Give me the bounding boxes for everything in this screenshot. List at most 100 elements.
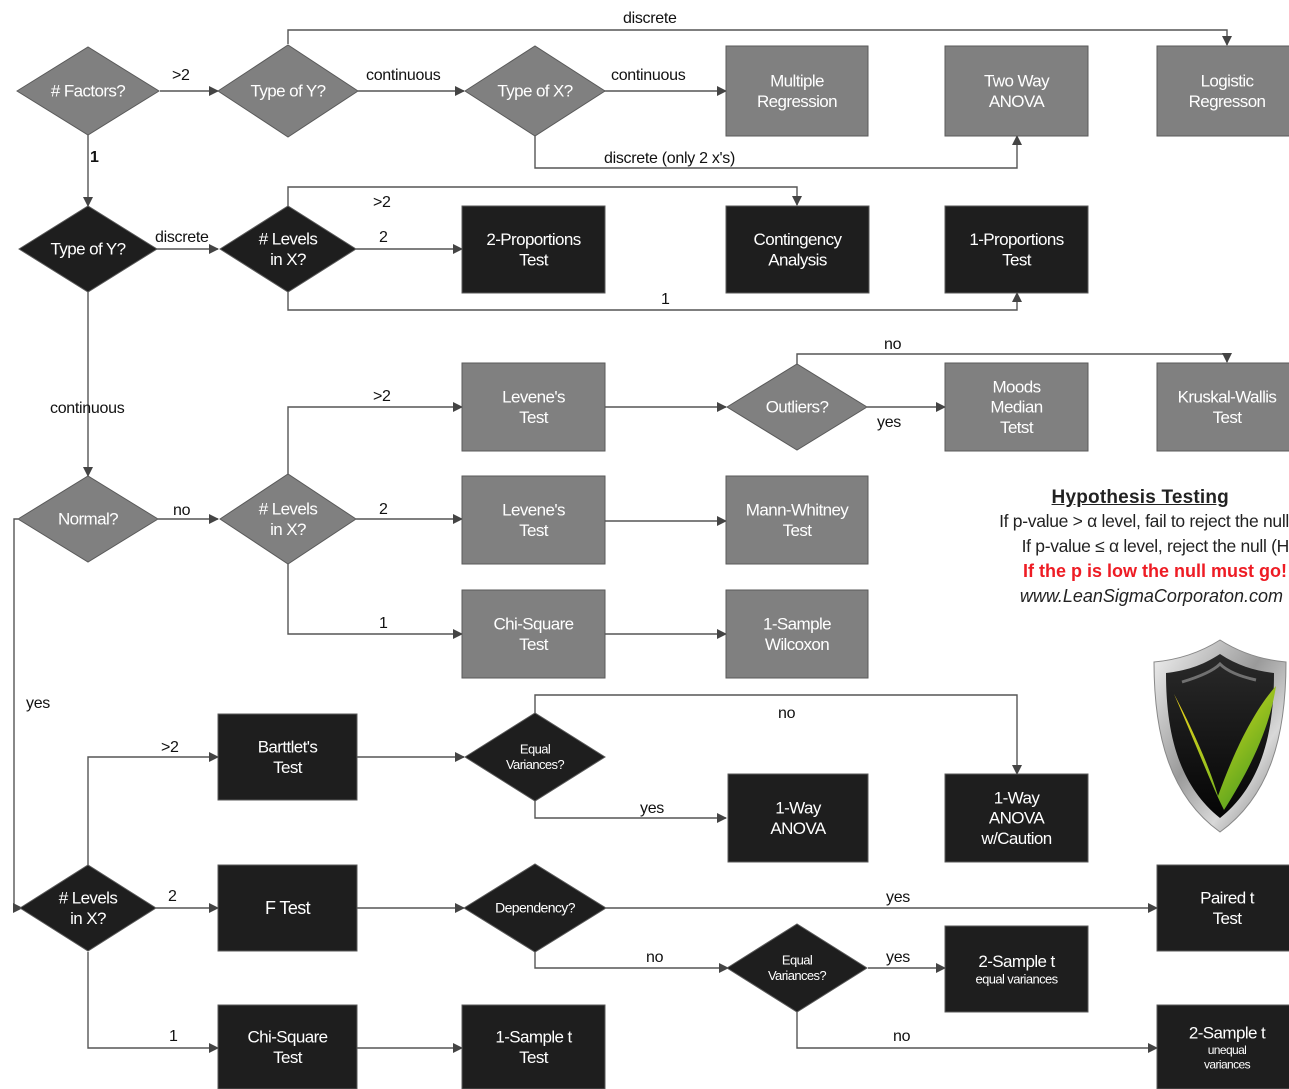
box-multiple-regression-text: Regression	[757, 92, 837, 111]
label-normal-gt2: >2	[161, 739, 179, 756]
decision-outliers	[726, 363, 868, 451]
edge-levels-to-one-proportions	[287, 292, 1022, 311]
box-contingency-analysis-text: Analysis	[768, 250, 827, 269]
edge-levels-to-levenes-a	[287, 402, 463, 476]
decision-levels-nonnormal-text: in X?	[270, 520, 306, 539]
decision-levels-normal-text: in X?	[70, 909, 106, 928]
box-kruskal-wallis-test	[1156, 362, 1289, 452]
legend-website: www.LeanSigmaCorporaton.com	[1019, 586, 1283, 606]
label-continuous-y: continuous	[366, 67, 441, 84]
box-f-test-text: F Test	[265, 898, 311, 918]
label-discrete-y: discrete	[155, 229, 209, 246]
edge-levels-to-bartlett	[87, 752, 219, 865]
box-one-sample-t-test-text: 1-Sample t	[495, 1028, 572, 1047]
label-levels-1-top: 1	[661, 291, 670, 308]
box-two-proportions-test-text: Test	[519, 250, 549, 269]
box-mann-whitney-test-text: Test	[783, 521, 813, 540]
edge-eqvar2-to-two-sample-unequal	[796, 1012, 1158, 1053]
box-kruskal-wallis-test-text: Test	[1213, 408, 1243, 427]
decision-normal	[17, 475, 159, 563]
label-nonnormal-gt2: >2	[373, 388, 391, 405]
box-bartlett-test	[217, 713, 358, 801]
edge-dependency-to-eqvar2	[534, 952, 729, 973]
decision-levels-normal	[19, 864, 157, 952]
label-factors-gt2: >2	[172, 67, 190, 84]
box-moods-median-test	[944, 362, 1089, 452]
box-one-proportions-test-text: Test	[1002, 250, 1032, 269]
box-logistic-regression	[1156, 45, 1289, 137]
flowchart-nodes: # Factors?Type of Y?Type of X?Type of Y?…	[16, 44, 1289, 1089]
box-one-way-anova-text: ANOVA	[770, 819, 827, 838]
box-multiple-regression	[725, 45, 869, 137]
box-contingency-analysis	[725, 205, 870, 294]
decision-equal-variances-bottom-text: Equal	[782, 953, 813, 968]
label-eqvar-no: no	[778, 705, 796, 722]
legend-title: Hypothesis Testing	[1051, 487, 1229, 508]
legend-mnemonic: If the p is low the null must go!	[1023, 561, 1287, 581]
box-one-sample-wilcoxon	[725, 589, 869, 679]
box-mann-whitney-test-text: Mann-Whitney	[746, 501, 849, 520]
decision-type-of-y	[18, 205, 158, 293]
box-levenes-test-b-text: Test	[519, 521, 549, 540]
label-nonnormal-1: 1	[379, 615, 388, 632]
label-normal-1: 1	[169, 1028, 178, 1045]
decision-levels-nonnormal	[219, 473, 357, 565]
box-two-way-anova-text: Two Way	[984, 72, 1050, 91]
box-two-sample-t-unequal-text: 2-Sample t	[1189, 1023, 1266, 1042]
box-one-way-anova-caution-text: ANOVA	[989, 809, 1046, 828]
box-one-way-anova-caution	[944, 773, 1089, 863]
edge-outliers-to-kruskal	[796, 353, 1232, 364]
edge-levels-to-chi-square-b	[87, 952, 219, 1053]
box-paired-t-test	[1156, 864, 1289, 952]
box-chi-square-test-a-text: Chi-Square	[494, 615, 574, 634]
box-moods-median-test-text: Tetst	[1000, 418, 1034, 437]
box-two-proportions-test	[461, 205, 606, 294]
label-levels-2-top: 2	[379, 229, 388, 246]
box-one-way-anova-text: 1-Way	[775, 799, 822, 818]
decision-factors-text: # Factors?	[51, 82, 125, 101]
box-paired-t-test-text: Paired t	[1200, 889, 1255, 908]
box-two-way-anova	[944, 45, 1089, 137]
box-multiple-regression-text: Multiple	[770, 72, 824, 91]
label-outliers-yes: yes	[877, 414, 901, 431]
decision-type-of-y-top	[217, 44, 359, 138]
box-mann-whitney-test	[725, 475, 869, 565]
flowchart-connectors	[13, 29, 1232, 1053]
box-two-sample-t-unequal	[1156, 1004, 1289, 1089]
label-yes-normal: yes	[26, 695, 50, 712]
legend-fail-to-reject: If p-value > α level, fail to reject the…	[999, 511, 1289, 531]
label-discrete-only2: discrete (only 2 x's)	[604, 150, 735, 167]
label-discrete-top: discrete	[623, 10, 677, 27]
box-one-proportions-test-text: 1-Proportions	[969, 230, 1063, 249]
decision-levels-discrete	[219, 205, 357, 293]
decision-equal-variances-top	[464, 712, 606, 802]
box-two-sample-t-equal-text: equal variances	[975, 972, 1058, 987]
decision-type-of-x	[464, 45, 606, 137]
box-kruskal-wallis-test-text: Kruskal-Wallis	[1178, 388, 1277, 407]
box-contingency-analysis-text: Contingency	[754, 230, 843, 249]
label-dependency-no: no	[646, 949, 664, 966]
box-levenes-test-a-text: Test	[519, 408, 549, 427]
box-two-sample-t-equal	[944, 925, 1089, 1013]
box-chi-square-test-a-text: Test	[519, 635, 549, 654]
box-two-sample-t-unequal-text: variances	[1204, 1057, 1251, 1071]
label-continuous-x: continuous	[611, 67, 686, 84]
label-no-normal: no	[173, 502, 191, 519]
box-f-test	[217, 864, 358, 952]
label-nonnormal-2: 2	[379, 501, 388, 518]
edge-levels-to-chi-square-a	[287, 564, 463, 639]
box-chi-square-test-a	[461, 589, 606, 679]
shield-logo-icon	[1153, 639, 1287, 833]
box-one-sample-wilcoxon-text: Wilcoxon	[765, 635, 829, 654]
box-chi-square-test-b	[217, 1004, 358, 1089]
box-one-sample-t-test-text: Test	[519, 1048, 549, 1067]
edge-eqvar-to-one-way-anova	[534, 801, 727, 823]
label-eqvar-yes: yes	[640, 800, 664, 817]
box-one-proportions-test	[944, 205, 1089, 294]
box-one-way-anova-caution-text: 1-Way	[994, 788, 1041, 807]
decision-outliers-text: Outliers?	[766, 398, 829, 417]
decision-levels-normal-text: # Levels	[59, 889, 118, 908]
label-normal-2: 2	[168, 888, 177, 905]
box-logistic-regression-text: Logistic	[1201, 72, 1255, 91]
